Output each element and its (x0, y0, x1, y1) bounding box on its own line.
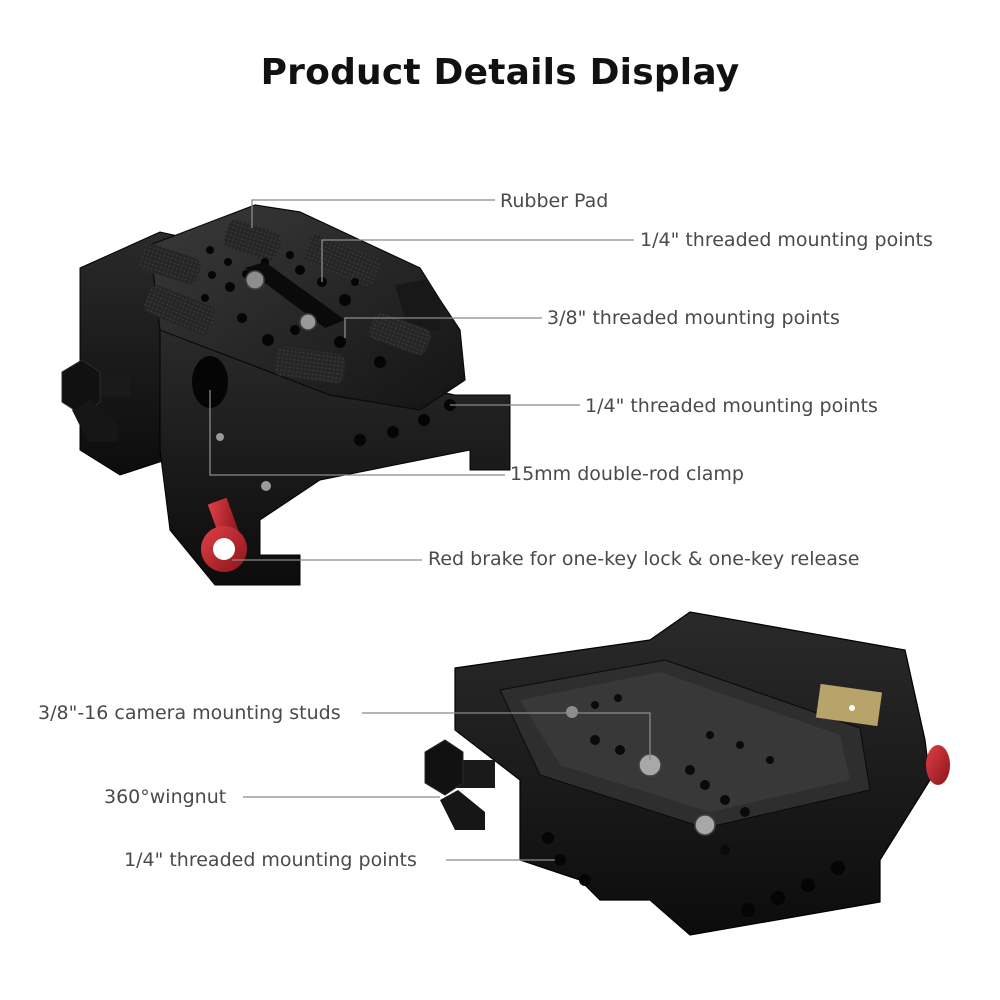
label-rod-clamp: 15mm double-rod clamp (510, 463, 744, 485)
label-camera-studs: 3/8"-16 camera mounting studs (38, 702, 341, 724)
label-rubber-pad: Rubber Pad (500, 190, 609, 212)
label-wingnut: 360°wingnut (104, 786, 227, 808)
top-wingnut (61, 359, 130, 442)
bottom-baseplate (424, 611, 950, 936)
bottom-wingnut (424, 739, 495, 830)
label-three-eighths-threaded: 3/8" threaded mounting points (547, 307, 840, 329)
rubber-pad-shape (223, 219, 282, 261)
label-quarter-threaded-bottom: 1/4" threaded mounting points (124, 849, 417, 871)
label-quarter-threaded-top: 1/4" threaded mounting points (640, 229, 933, 251)
label-quarter-threaded-front: 1/4" threaded mounting points (585, 395, 878, 417)
label-red-brake: Red brake for one-key lock & one-key rel… (428, 548, 860, 570)
callout-lines (209, 199, 651, 861)
bottom-red-brake (926, 745, 950, 785)
page-title: Product Details Display (260, 52, 740, 93)
top-baseplate (61, 204, 511, 586)
